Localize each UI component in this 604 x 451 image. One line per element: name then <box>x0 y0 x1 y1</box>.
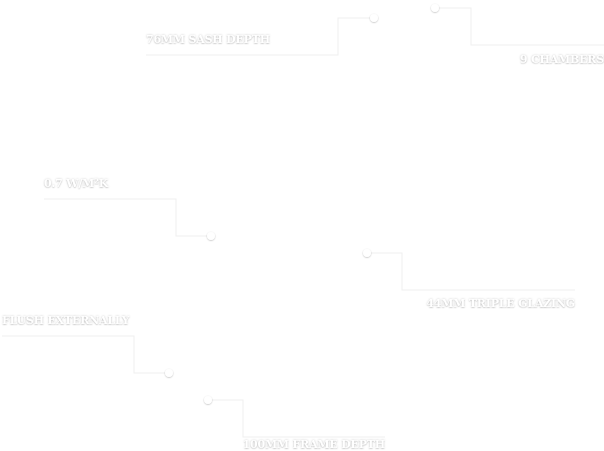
leader-line-u-value <box>44 198 210 237</box>
label-flush-externally: FLUSH EXTERNALLY <box>2 314 130 327</box>
callout-dot-chambers <box>431 4 439 12</box>
callout-dot-triple-glazing <box>363 249 371 257</box>
leader-line-chambers <box>435 7 604 46</box>
leader-line-frame-depth <box>208 399 385 438</box>
label-u-value: 0.7 W/M²K <box>44 177 109 190</box>
label-chambers: 9 CHAMBERS <box>519 53 604 66</box>
leader-line-triple-glazing <box>367 252 575 291</box>
leader-line-flush <box>2 335 169 374</box>
leader-line-sash-depth <box>146 17 374 56</box>
callout-dot-frame-depth <box>204 396 212 404</box>
label-sash-depth: 76MM SASH DEPTH <box>146 33 270 46</box>
callout-dot-flush <box>165 369 173 377</box>
callout-dot-u-value <box>207 232 215 240</box>
callout-dot-sash-depth <box>370 14 378 22</box>
label-triple-glazing: 44MM TRIPLE GLAZING <box>426 297 575 310</box>
label-frame-depth: 100MM FRAME DEPTH <box>242 438 386 451</box>
